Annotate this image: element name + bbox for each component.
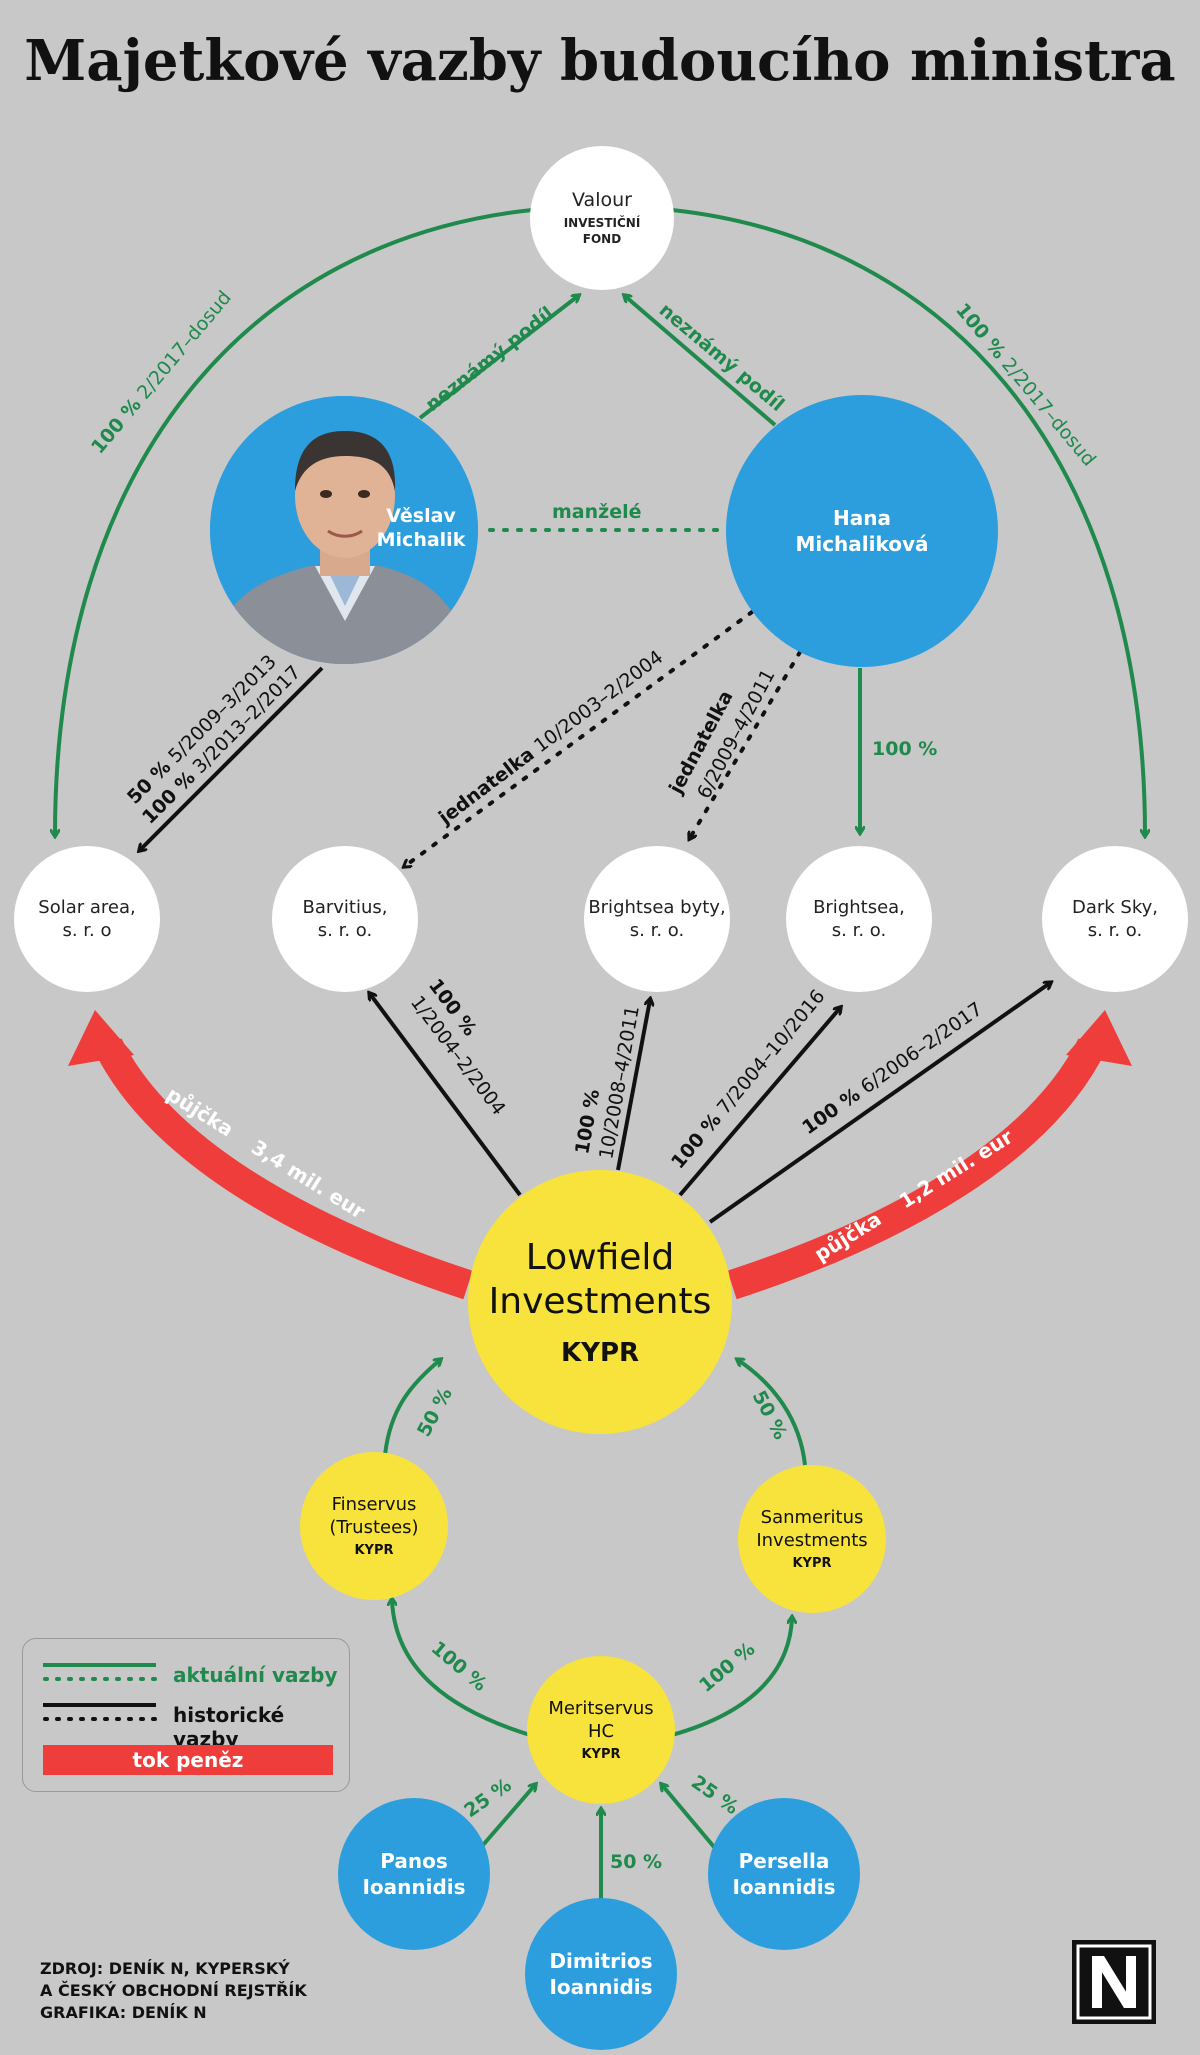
label-dimitrios-meritservus: 50 %: [610, 1851, 662, 1873]
node-brightsea-byty-name: Brightsea byty, s. r. o.: [588, 897, 726, 941]
label-lowfield-brightsea: 100 % 7/2004–10/2016: [667, 985, 830, 1173]
label-spouses: manželé: [552, 501, 642, 523]
node-lowfield-name: Lowfield Investments: [488, 1237, 712, 1322]
node-meritservus: Meritservus HC KYPR: [527, 1656, 675, 1804]
edge-lowfield-darksky: [708, 983, 1050, 1224]
node-finservus-name: Finservus (Trustees): [329, 1494, 419, 1538]
node-sanmeritus-name: Sanmeritus Investments: [756, 1507, 868, 1551]
legend: aktuální vazby historické vazby tok peně…: [22, 1638, 350, 1792]
edge-hana-valour: [625, 296, 777, 427]
node-solar: Solar area, s. r. o: [14, 846, 160, 992]
node-sanmeritus-sub: KYPR: [792, 1556, 832, 1571]
node-lowfield-sub: KYPR: [560, 1338, 640, 1368]
label-veslav-solar-2: 100 % 3/2013–2/2017: [138, 661, 305, 828]
node-valour-name: Valour: [572, 189, 632, 211]
node-hana: Hana Michaliková: [726, 395, 998, 667]
denik-n-logo: [1072, 1940, 1156, 2024]
edge-valour-darksky: [671, 208, 1145, 835]
legend-historical: historické vazby: [173, 1703, 285, 1751]
edge-veslav-solar: [140, 666, 324, 850]
label-valour-darksky: 100 % 2/2017–dosud: [951, 299, 1100, 470]
node-solar-name: Solar area, s. r. o: [38, 897, 136, 941]
node-brightsea-byty: Brightsea byty, s. r. o.: [584, 846, 730, 992]
node-meritservus-sub: KYPR: [581, 1747, 621, 1762]
node-sanmeritus: Sanmeritus Investments KYPR: [738, 1465, 886, 1613]
edge-lowfield-barvitius: [370, 994, 522, 1197]
node-darksky: Dark Sky, s. r. o.: [1042, 846, 1188, 992]
label-meritservus-sanmeritus: 100 %: [695, 1638, 759, 1697]
label-finservus-lowfield: 50 %: [413, 1384, 457, 1440]
node-finservus: Finservus (Trustees) KYPR: [300, 1452, 448, 1600]
loan-arrow-solar: [94, 1038, 473, 1300]
page-title: Majetkové vazby budoucího ministra: [24, 28, 1176, 94]
label-persella-meritservus: 25 %: [687, 1771, 742, 1819]
node-persella-name: Persella Ioannidis: [732, 1849, 836, 1899]
node-dimitrios: Dimitrios Ioannidis: [525, 1898, 677, 2050]
legend-money: tok peněz: [43, 1745, 333, 1775]
edge-meritservus-finservus: [392, 1600, 531, 1737]
node-meritservus-name: Meritservus HC: [548, 1698, 654, 1742]
veslav-photo: [210, 396, 478, 664]
label-hana-brightsea: 100 %: [872, 738, 937, 760]
source-credits: ZDROJ: DENÍK N, KYPERSKÝ A ČESKÝ OBCHODN…: [40, 1959, 307, 2022]
loan-arrow-dark: [727, 1038, 1106, 1300]
node-veslav-label: Věslav Michalik: [376, 505, 466, 551]
node-persella: Persella Ioannidis: [708, 1798, 860, 1950]
edge-finservus-lowfield: [383, 1360, 440, 1456]
edge-hana-bbyty: [690, 650, 802, 838]
label-lowfield-darksky: 100 % 6/2006–2/2017: [798, 998, 986, 1139]
edge-valour-solar: [55, 208, 533, 835]
node-hana-name: Hana Michaliková: [795, 506, 929, 556]
edge-lowfield-bbyty: [616, 1000, 650, 1171]
edge-sanmeritus-lowfield: [738, 1360, 807, 1466]
node-valour: Valour INVESTIČNÍ FOND: [530, 146, 674, 290]
node-lowfield: Lowfield Investments KYPR: [468, 1170, 732, 1434]
edge-meritservus-sanmeritus: [671, 1618, 792, 1737]
label-veslav-solar-1: 50 % 5/2009–3/2013: [123, 651, 281, 809]
loan-arrowhead-dark: [1066, 1010, 1132, 1066]
node-brightsea-name: Brightsea, s. r. o.: [813, 897, 905, 941]
node-brightsea: Brightsea, s. r. o.: [786, 846, 932, 992]
edge-lowfield-brightsea: [678, 1008, 840, 1197]
node-valour-sub: INVESTIČNÍ FOND: [563, 216, 641, 246]
label-veslav-valour: neznámý podíl: [422, 303, 558, 416]
edge-veslav-valour: [418, 296, 578, 420]
node-barvitius: Barvitius, s. r. o.: [272, 846, 418, 992]
node-dimitrios-name: Dimitrios Ioannidis: [549, 1949, 653, 1999]
label-lowfield-bbyty-date: 10/2008–4/2011: [595, 1004, 644, 1161]
loan-arrowhead-solar: [68, 1010, 134, 1066]
label-loan-darksky: půjčka1,2 mil. eur: [810, 1124, 1017, 1266]
legend-line-samples: [43, 1663, 158, 1721]
label-hana-valour: neznámý podíl: [655, 299, 789, 416]
label-hana-barvitius: jednatelka 10/2003–2/2004: [434, 646, 667, 829]
node-barvitius-name: Barvitius, s. r. o.: [302, 897, 388, 941]
node-darksky-name: Dark Sky, s. r. o.: [1071, 897, 1159, 941]
node-finservus-sub: KYPR: [354, 1543, 394, 1558]
node-panos: Panos Ioannidis: [338, 1798, 490, 1950]
portrait-image: [210, 396, 478, 664]
node-panos-name: Panos Ioannidis: [362, 1849, 466, 1899]
label-sanmeritus-lowfield: 50 %: [748, 1387, 792, 1443]
legend-current: aktuální vazby: [173, 1663, 338, 1687]
edge-hana-barvitius: [405, 610, 754, 866]
n-logo-icon: [1076, 1944, 1152, 2020]
